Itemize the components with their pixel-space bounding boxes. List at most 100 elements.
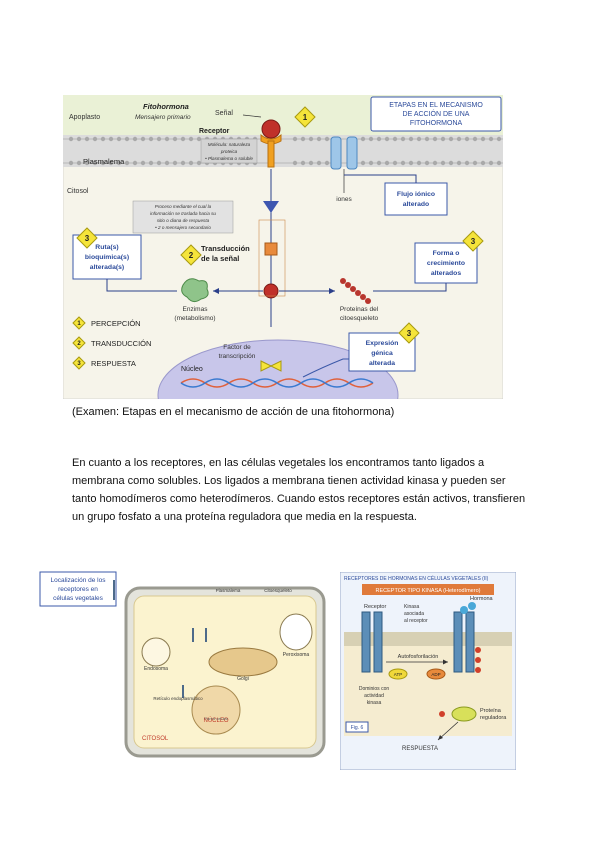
cytosol-label: Citosol [67, 188, 89, 195]
hormone-tag: Hormona [470, 596, 494, 602]
location-title-2: receptores en [58, 586, 98, 593]
process-note-3: sitio o diana de respuesta [157, 218, 210, 223]
enzymes-1: Enzimas [183, 306, 209, 313]
growth-3: alterados [431, 270, 461, 277]
adp-pill [426, 668, 446, 680]
hormone-dot-a [460, 606, 468, 614]
receptor-tag: Receptor [364, 604, 386, 610]
peroxisome-label: Peroxisoma [283, 652, 310, 658]
kinase-subtitle-bar [362, 584, 494, 595]
transduction-label-2: de la señal [201, 254, 239, 263]
factor-2: transcripción [219, 353, 256, 360]
receptor-left-a [361, 611, 371, 673]
fig-number-box [345, 721, 369, 733]
growth-1: Forma o [433, 250, 460, 257]
signal-label: Señal [215, 110, 233, 117]
figure-caption: (Examen: Etapas en el mecanismo de acció… [72, 406, 395, 418]
cell-wall-label: Pared celular [204, 716, 228, 721]
badge-response-growth: 3 [462, 230, 484, 252]
legend: 1 PERCEPCIÓN 2 TRANSDUCCIÓN 3 RESPUESTA [72, 316, 151, 370]
route-3: alterada(s) [90, 264, 124, 271]
growth-2: crecimiento [427, 260, 465, 267]
atp-pill [388, 668, 408, 680]
location-title-3: células vegetales [53, 595, 104, 602]
molecule-note-1: Molécula: naturaleza [208, 142, 251, 147]
dna-strand-b [180, 378, 374, 388]
receptor-left-b [373, 611, 383, 673]
receptor-label: Receptor [199, 128, 230, 135]
cell-nucleus-shape [191, 685, 241, 735]
badge-3-expression-text: 3 [407, 329, 412, 338]
phytohormone-label: Fitohormona [143, 102, 189, 111]
cytoskeleton-beads [340, 278, 371, 304]
gene-expr-3: alterada [369, 360, 395, 367]
nucleus-label: Núcleo [181, 366, 203, 373]
kinase-fig-title: RECEPTORES DE HORMONAS EN CÉLULAS VEGETA… [344, 575, 489, 582]
enzymes-2: (metabolismo) [174, 315, 215, 322]
badge-2-text: 2 [189, 251, 194, 260]
golgi-label: Golgi [237, 676, 249, 682]
legend-num-3: 3 [77, 361, 81, 367]
domains-1: Dominios con [359, 686, 390, 692]
receptor-markers [113, 580, 207, 698]
domains-3: kinasa [367, 700, 382, 706]
golgi-shape [208, 647, 278, 677]
badge-1-text: 1 [303, 113, 308, 122]
legend-num-2: 2 [77, 341, 81, 347]
process-note-box [132, 200, 234, 234]
receptor-right-b [465, 611, 475, 673]
receptors-paragraph: En cuanto a los receptores, en las célul… [72, 457, 526, 523]
ion-flux-2: alterado [403, 201, 429, 208]
legend-perception: PERCEPCIÓN [91, 319, 141, 328]
hormone-ligand [261, 119, 281, 139]
biochem-route-box [72, 234, 142, 280]
effector-circle [263, 283, 279, 299]
receptor-right-a [453, 611, 463, 673]
legend-transduction: TRANSDUCCIÓN [91, 339, 151, 348]
legend-num-1: 1 [77, 321, 81, 327]
protein-tag-2: reguladora [480, 715, 507, 721]
response-tag: RESPUESTA [402, 746, 438, 752]
molecule-note-3: • Plasmalema o soluble [205, 156, 253, 161]
nucleus-tag: NÚCLEO [203, 717, 228, 724]
receptor-cup [260, 133, 282, 145]
kinase-subtitle: RECEPTOR TIPO KINASA (Heterodímero) [376, 588, 481, 594]
chloroplast-shape [279, 613, 313, 651]
legend-response: RESPUESTA [91, 359, 136, 368]
atp-label: ATP [394, 672, 402, 677]
ion-flux-1: Flujo iónico [397, 191, 435, 198]
protein-tag-1: Proteína [480, 708, 502, 714]
kinase-tag-2: asociada [404, 611, 424, 617]
membrane-label: Plasmalema [216, 588, 241, 593]
badge-transduction: 2 [180, 244, 202, 266]
kinase-tag-3: al receptor [404, 618, 428, 624]
route-1: Ruta(s) [95, 244, 118, 251]
plasmalemma-label: Plasmalema [83, 157, 125, 166]
fig-number: Fig. 6 [351, 725, 364, 731]
transduction-bracket [258, 219, 286, 297]
protein-phosphate [439, 711, 445, 717]
primary-messenger-label: Mensajero primario [135, 114, 191, 121]
molecule-note-box [200, 138, 258, 164]
title-line-3: FITOHORMONA [410, 120, 463, 127]
factor-1: Factor de [223, 344, 251, 351]
badge-response-expression: 3 [398, 322, 420, 344]
molecule-note-2: proteica [220, 149, 238, 154]
cytosol-tag: CITOSOL [142, 736, 169, 742]
phosphate-dots [475, 647, 481, 673]
process-note-2: información se traslada hacia su [150, 211, 216, 216]
receptor-stalk [267, 140, 275, 168]
regulatory-protein-shape [451, 706, 477, 722]
cytoskeleton-1: Proteínas del [340, 306, 379, 313]
hormone-mechanism-figure: ETAPAS EN EL MECANISMO DE ACCIÓN DE UNA … [63, 95, 503, 399]
gene-expr-2: génica [371, 350, 393, 357]
route-2: bioquímica(s) [85, 254, 129, 261]
apoplast-label: Apoplasto [69, 114, 100, 121]
gene-expression-box [348, 332, 416, 372]
process-note-4: • 2 o mensajero secundario [155, 225, 211, 230]
cytoskeleton-2: citoesqueleto [340, 315, 379, 322]
location-title-1: Localización de los [51, 577, 107, 584]
ion-flux-box [384, 182, 448, 216]
cytoskeleton-tag: Citoesqueleto [264, 588, 292, 593]
er-label: Retículo endoplasmático [153, 696, 203, 701]
